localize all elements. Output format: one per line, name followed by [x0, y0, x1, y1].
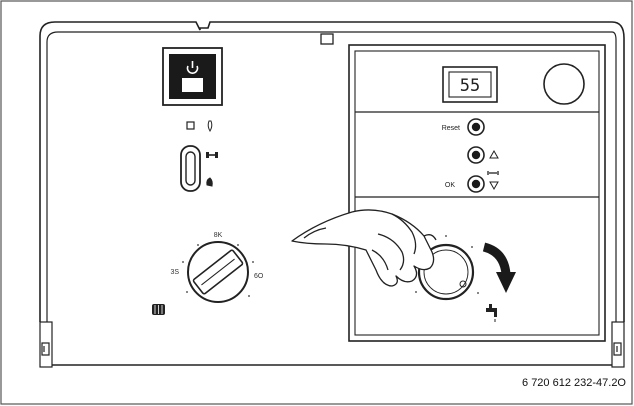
down-arrow-icon: [489, 181, 499, 191]
reset-button[interactable]: [467, 118, 485, 136]
dial-tick-label-left: 3S: [170, 269, 179, 276]
power-icon: [186, 61, 199, 74]
dial-tick-label-top: 8K: [214, 232, 223, 239]
chimney-sweep-icon: [206, 177, 213, 187]
heating-temperature-dial[interactable]: [187, 241, 249, 303]
dial-tick-label-right: 6O: [254, 273, 264, 280]
mode-slide-switch[interactable]: [180, 145, 201, 192]
rotate-clockwise-arrow-icon: [482, 242, 516, 293]
up-button[interactable]: [467, 146, 485, 164]
right-hinge: [611, 321, 625, 368]
radiator-icon: [152, 304, 165, 315]
display-readout: 55: [460, 76, 480, 96]
power-button[interactable]: [162, 47, 223, 106]
ok-button[interactable]: [467, 175, 485, 193]
service-wrench-icon: [487, 171, 499, 175]
reset-label: Reset: [442, 125, 460, 132]
flame-icon: [207, 120, 213, 132]
digital-display: 55: [442, 66, 498, 103]
left-hinge: [39, 321, 53, 368]
power-status-indicator: [186, 120, 213, 132]
housing: [39, 21, 625, 366]
hand-illustration: [291, 209, 437, 287]
maintenance-wrench-icon: [206, 152, 218, 158]
top-indicator-square: [320, 33, 334, 45]
up-arrow-icon: [489, 149, 499, 159]
dial-ticks: [182, 244, 254, 297]
control-module: [348, 44, 606, 342]
hot-water-tap-icon: [486, 304, 497, 322]
round-window: [543, 63, 585, 105]
ok-label: OK: [445, 182, 455, 189]
figure-reference: 6 720 612 232-47.2O: [522, 377, 626, 389]
